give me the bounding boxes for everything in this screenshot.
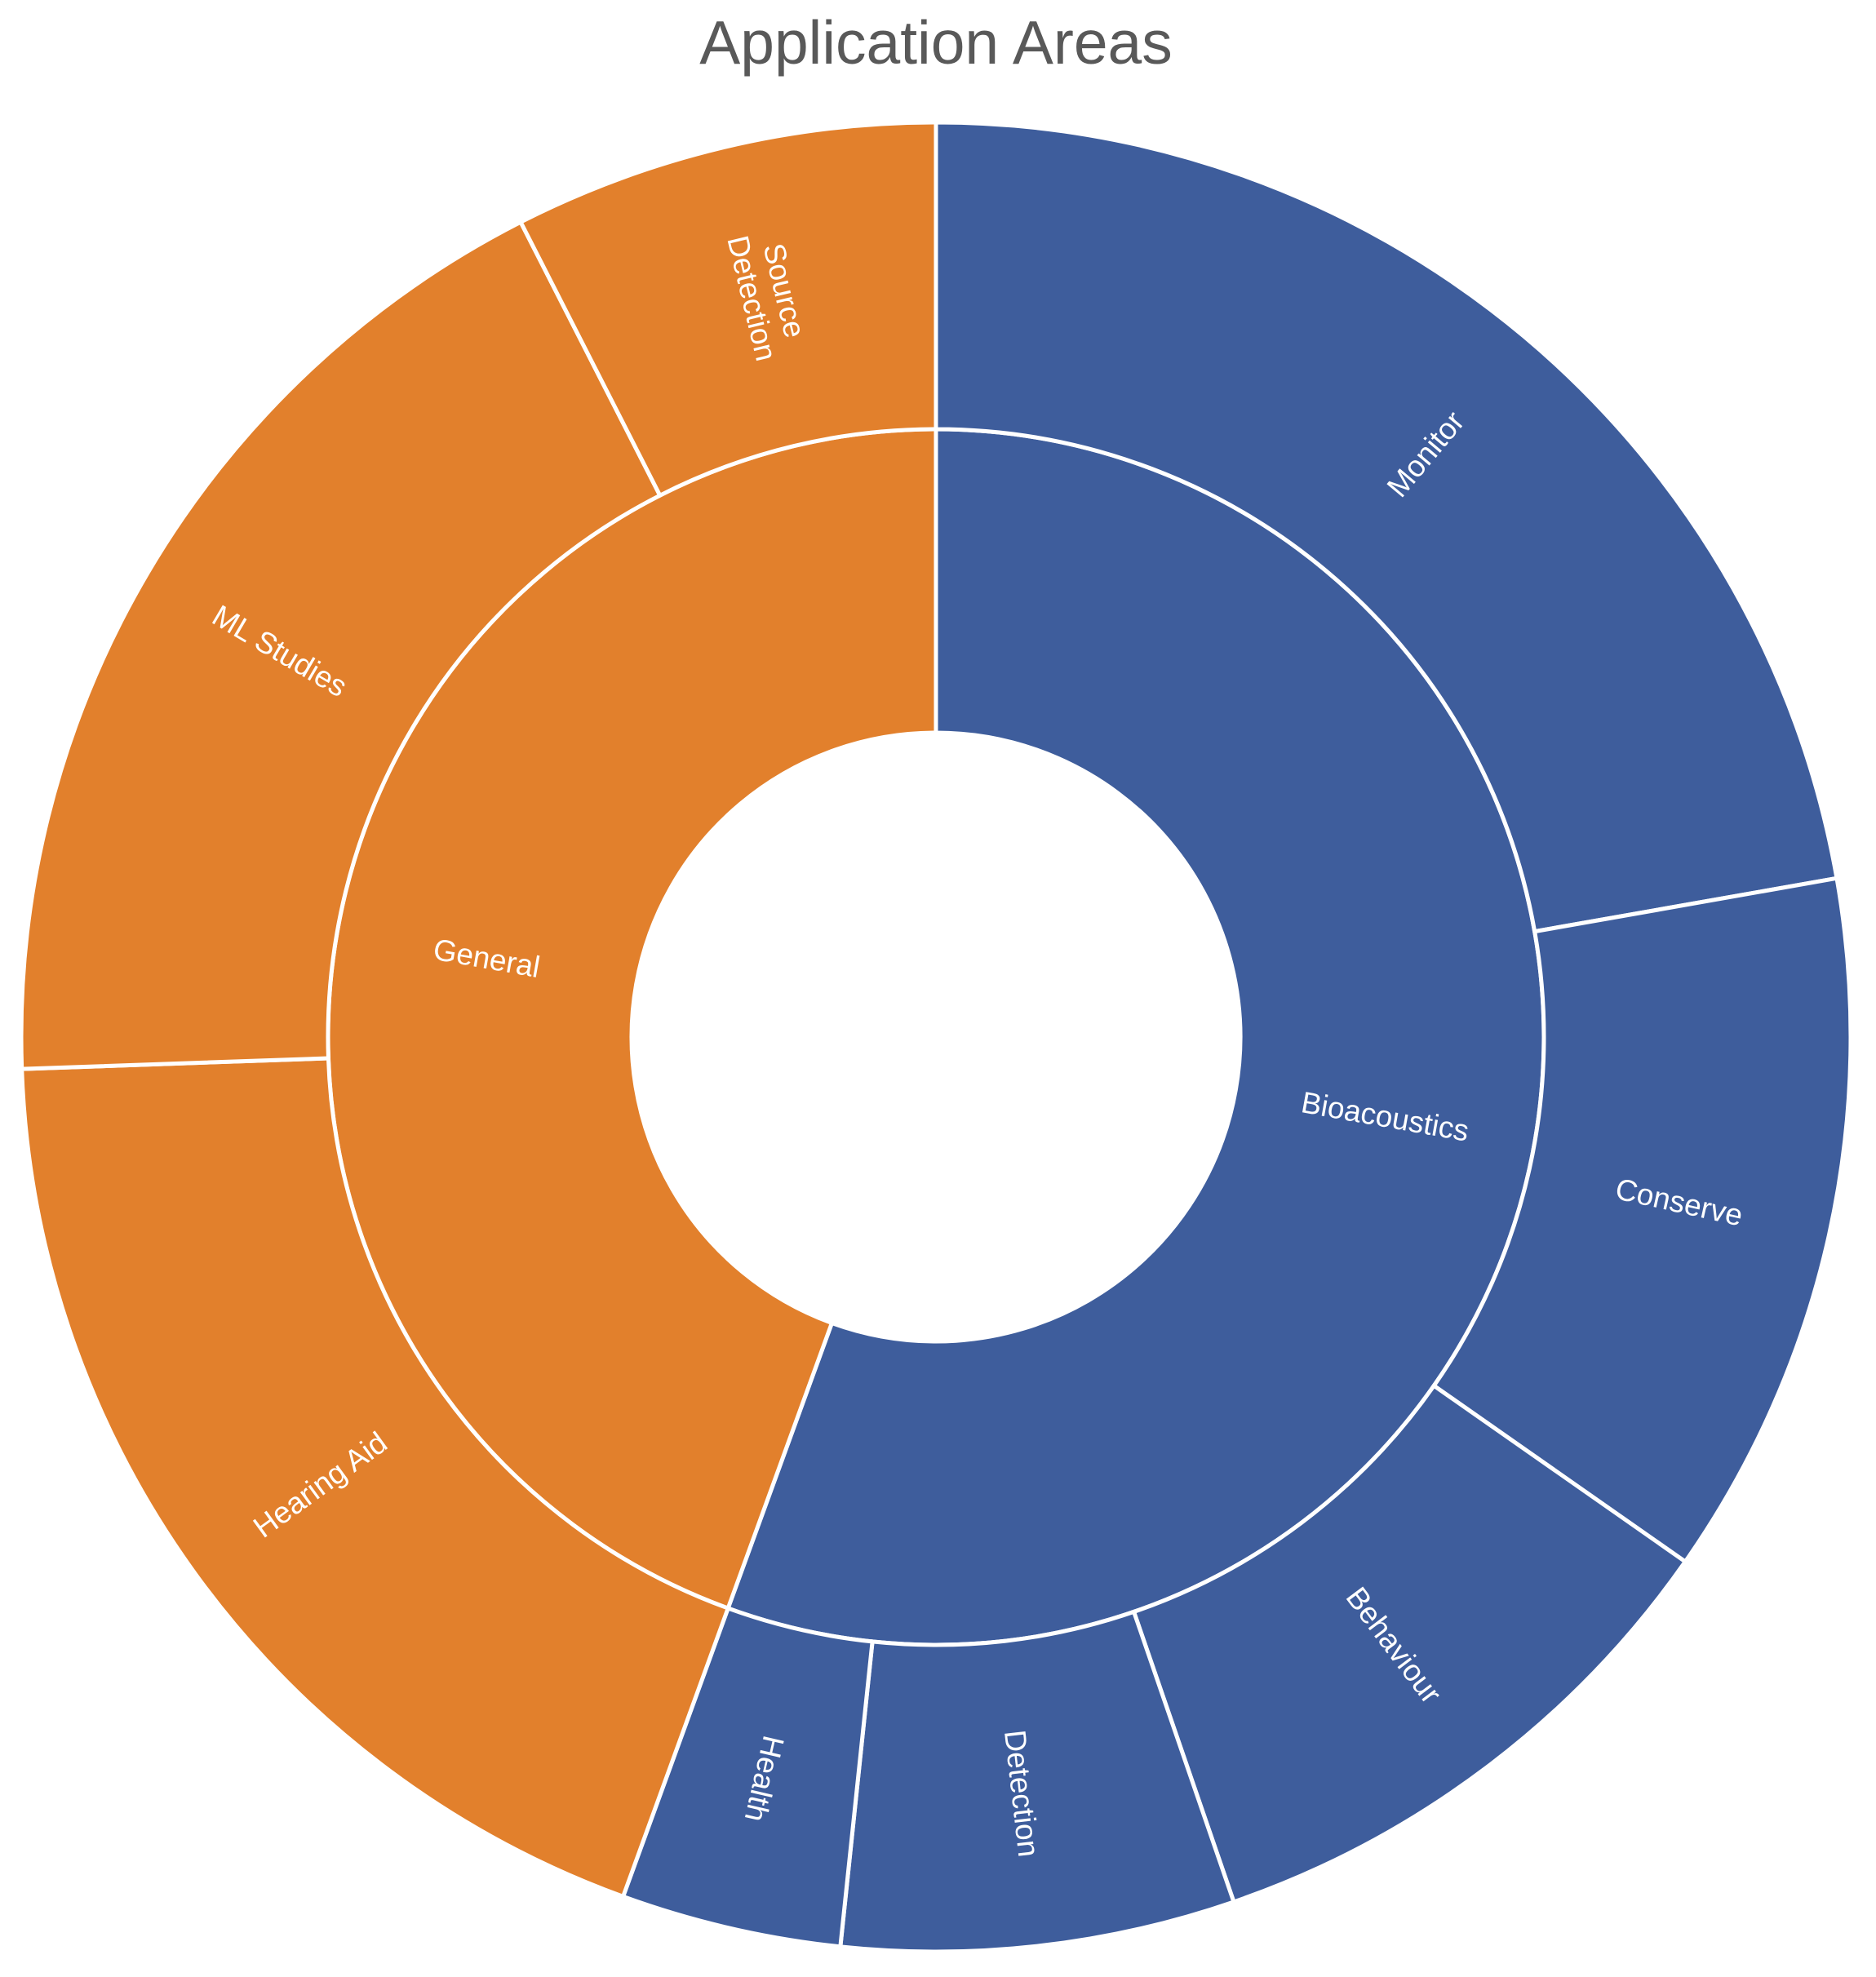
chart-title: Application Areas [699,8,1173,77]
segment-source-detection [517,120,938,499]
segment-label-source-detection: SourceDetection [721,224,815,364]
segment-ml-studies [19,219,663,1071]
segment-monitor [934,120,1839,934]
segment-behaviour [1131,1382,1688,1905]
segment-conserve [1430,875,1853,1565]
segment-hearing-aid [20,1056,731,1899]
segments-group [19,120,1853,1954]
